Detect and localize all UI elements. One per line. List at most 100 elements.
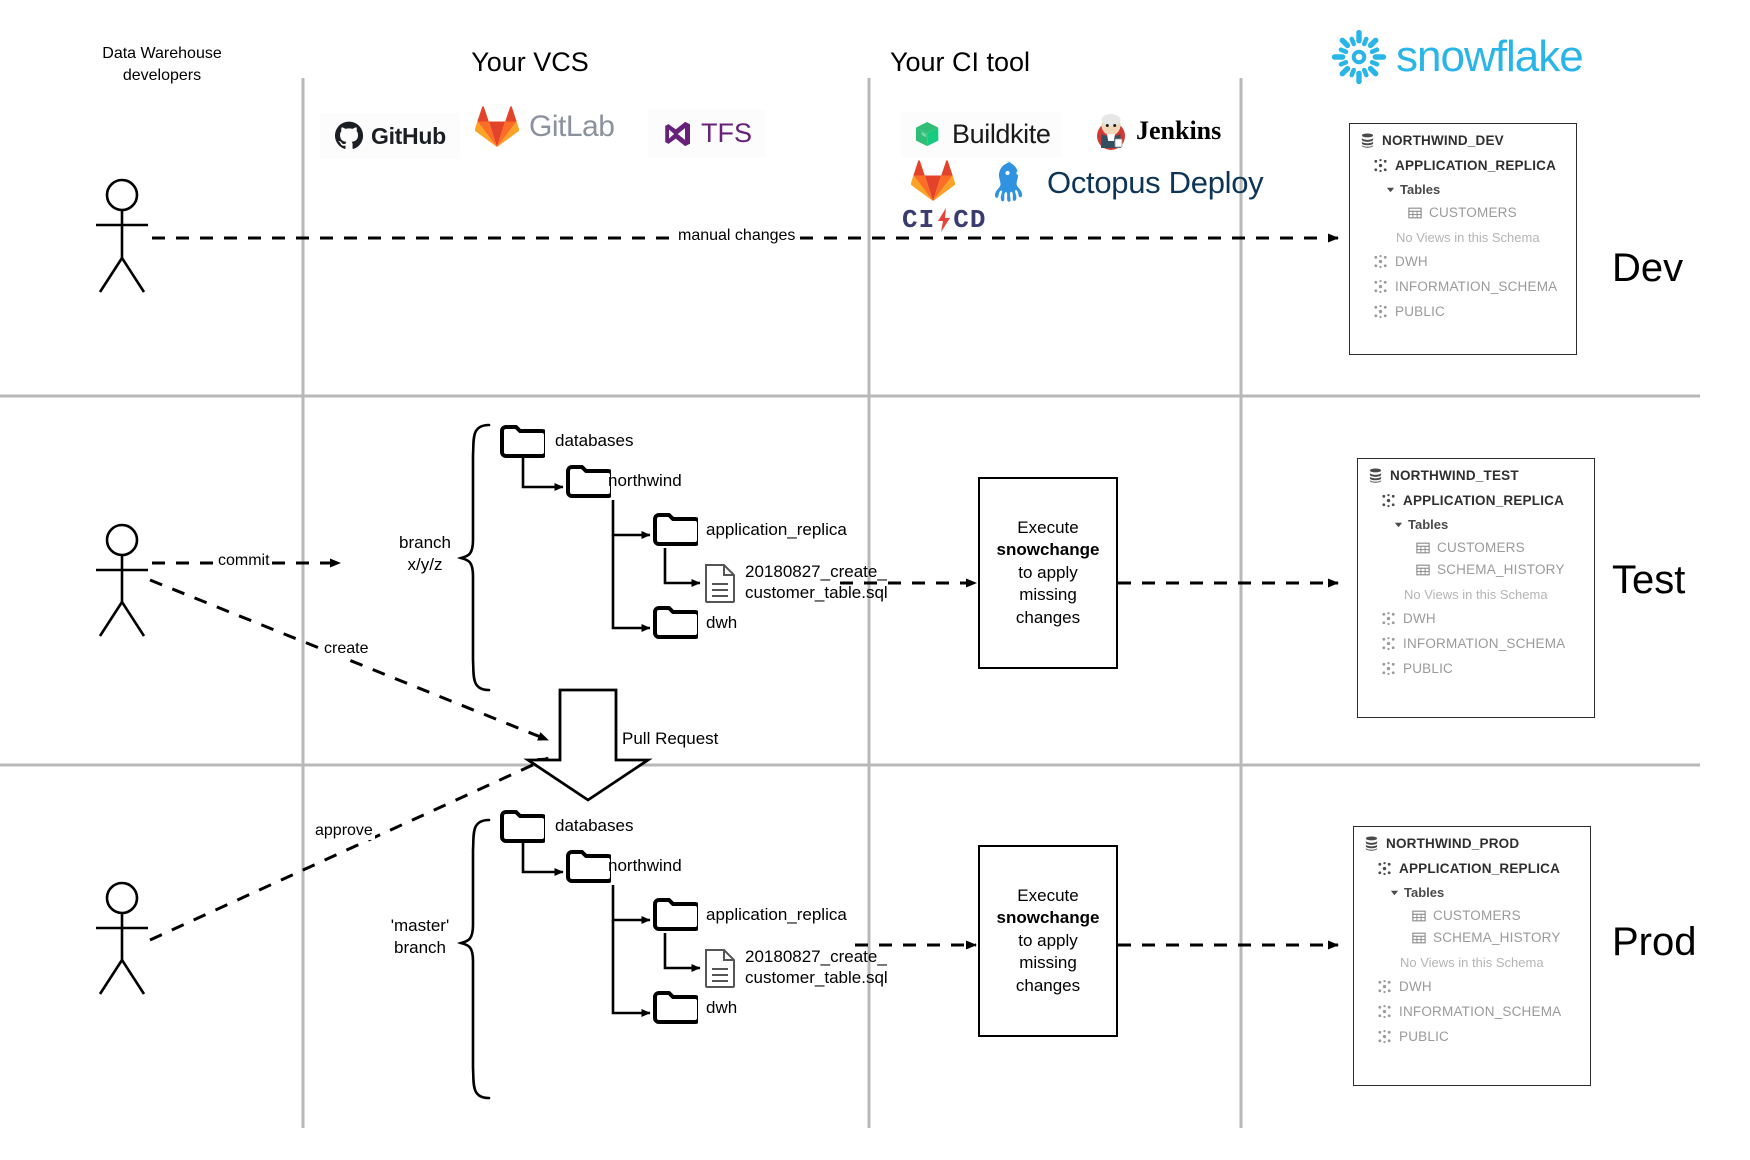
db-row-database[interactable]: NORTHWIND_TEST: [1368, 468, 1584, 483]
folder-icon: [653, 606, 701, 639]
db-row-schema[interactable]: APPLICATION_REPLICA: [1368, 493, 1584, 508]
tree-folder-application-replica-prod[interactable]: [652, 895, 701, 936]
lightning-bolt-icon: [938, 208, 951, 232]
db-row-schema-other[interactable]: DWH: [1360, 254, 1566, 269]
tree-file-sql-prod[interactable]: [703, 947, 737, 994]
gitlab-icon: [475, 106, 519, 148]
tree-file-sql-test[interactable]: [703, 562, 737, 609]
cicd-logo: CI CD: [902, 205, 986, 235]
exec-line4-prod: missing: [1019, 953, 1077, 973]
tree-label-northwind-prod: northwind: [608, 856, 682, 875]
jenkins-wordmark: Jenkins: [1136, 116, 1222, 145]
schema-icon: [1373, 158, 1388, 173]
schema-other-dev-0: DWH: [1395, 253, 1428, 269]
exec-line5-test: changes: [1015, 607, 1081, 627]
chevron-down-icon: [1386, 185, 1395, 194]
tables-label-dev: Tables: [1400, 182, 1441, 197]
buildkite-logo: Buildkite: [902, 112, 1063, 157]
db-row-schema-other[interactable]: DWH: [1368, 611, 1584, 626]
execute-snowchange-text-test: Execute snowchange to apply missing chan…: [997, 517, 1100, 629]
no-views-prod: No Views in this Schema: [1400, 955, 1544, 970]
schema-other-dev-1: INFORMATION_SCHEMA: [1395, 278, 1558, 294]
prod-branch-label-line2: branch: [394, 938, 446, 958]
pull-request-label: Pull Request: [622, 729, 719, 748]
db-row-no-views: No Views in this Schema: [1360, 231, 1566, 244]
developers-header: Data Warehouse developers: [72, 43, 252, 86]
gitlab-wordmark: GitLab: [529, 110, 615, 143]
db-name-test: NORTHWIND_TEST: [1390, 467, 1519, 483]
folder-icon: [653, 898, 701, 931]
test-branch-label-line2: x/y/z: [407, 555, 443, 575]
db-row-schema-other[interactable]: INFORMATION_SCHEMA: [1364, 1004, 1580, 1019]
db-row-schema-other[interactable]: INFORMATION_SCHEMA: [1368, 636, 1584, 651]
table-icon: [1412, 909, 1426, 923]
schema-other-test-1: INFORMATION_SCHEMA: [1403, 635, 1566, 651]
db-panel-test[interactable]: NORTHWIND_TEST APPLICATION_REPLICA Table…: [1357, 458, 1595, 718]
file-icon: [705, 564, 735, 603]
folder-icon: [653, 991, 701, 1024]
env-label-dev: Dev: [1612, 246, 1684, 290]
db-row-schema-other[interactable]: PUBLIC: [1368, 661, 1584, 676]
execute-snowchange-box-prod[interactable]: Execute snowchange to apply missing chan…: [978, 845, 1118, 1037]
tree-label-sql-file-prod: 20180827_create_ customer_table.sql: [745, 946, 888, 989]
database-icon: [1360, 133, 1375, 148]
db-row-schema[interactable]: APPLICATION_REPLICA: [1360, 158, 1566, 173]
db-row-table[interactable]: CUSTOMERS: [1368, 541, 1584, 555]
buildkite-wordmark: Buildkite: [952, 119, 1051, 149]
chevron-down-icon: [1390, 888, 1399, 897]
db-row-schema-other[interactable]: PUBLIC: [1364, 1029, 1580, 1044]
db-row-table[interactable]: SCHEMA_HISTORY: [1364, 931, 1580, 945]
schema-icon: [1377, 1004, 1392, 1019]
database-icon: [1364, 836, 1379, 851]
tree-label-sql-file-test: 20180827_create_ customer_table.sql: [745, 561, 888, 604]
tree-folder-databases-prod[interactable]: [499, 807, 548, 848]
exec-line3-test: to apply: [1018, 562, 1078, 582]
db-row-no-views: No Views in this Schema: [1364, 956, 1580, 969]
schema-name-prod: APPLICATION_REPLICA: [1399, 860, 1561, 876]
db-row-database[interactable]: NORTHWIND_PROD: [1364, 836, 1580, 851]
snowflake-logo: snowflake: [1330, 28, 1584, 86]
db-name-dev: NORTHWIND_DEV: [1382, 132, 1504, 148]
tree-folder-dwh-prod[interactable]: [652, 988, 701, 1029]
db-panel-prod[interactable]: NORTHWIND_PROD APPLICATION_REPLICA Table…: [1353, 826, 1591, 1086]
no-views-dev: No Views in this Schema: [1396, 230, 1540, 245]
cicd-wordmark-right: CD: [953, 205, 987, 235]
db-row-database[interactable]: NORTHWIND_DEV: [1360, 133, 1566, 148]
tree-folder-northwind-test[interactable]: [565, 462, 614, 503]
db-row-schema-other[interactable]: INFORMATION_SCHEMA: [1360, 279, 1566, 294]
tables-label-prod: Tables: [1404, 885, 1445, 900]
schema-other-prod-0: DWH: [1399, 978, 1432, 994]
schema-name-dev: APPLICATION_REPLICA: [1395, 157, 1557, 173]
env-label-test: Test: [1612, 558, 1686, 602]
db-row-tables[interactable]: Tables: [1364, 886, 1580, 899]
db-row-table[interactable]: CUSTOMERS: [1360, 206, 1566, 220]
no-views-test: No Views in this Schema: [1404, 587, 1548, 602]
tree-folder-dwh-test[interactable]: [652, 603, 701, 644]
tree-label-northwind-test: northwind: [608, 471, 682, 490]
tree-label-dwh-test: dwh: [706, 613, 738, 632]
execute-snowchange-box-test[interactable]: Execute snowchange to apply missing chan…: [978, 477, 1118, 669]
developers-header-line2: developers: [122, 66, 202, 84]
db-row-schema-other[interactable]: PUBLIC: [1360, 304, 1566, 319]
env-label-prod: Prod: [1612, 920, 1697, 964]
edge-label-commit: commit: [216, 552, 272, 570]
tree-folder-northwind-prod[interactable]: [565, 847, 614, 888]
db-row-table[interactable]: SCHEMA_HISTORY: [1368, 563, 1584, 577]
db-row-schema[interactable]: APPLICATION_REPLICA: [1364, 861, 1580, 876]
exec-line4-test: missing: [1019, 585, 1077, 605]
github-logo: GitHub: [320, 113, 460, 159]
db-row-schema-other[interactable]: DWH: [1364, 979, 1580, 994]
vcs-column-title: Your VCS: [471, 47, 589, 77]
db-row-tables[interactable]: Tables: [1368, 518, 1584, 531]
gitlab-ci-logo: [905, 158, 961, 204]
folder-icon: [500, 425, 548, 458]
developers-header-line1: Data Warehouse: [102, 45, 222, 62]
db-row-tables[interactable]: Tables: [1360, 183, 1566, 196]
schema-icon: [1381, 611, 1396, 626]
db-row-table[interactable]: CUSTOMERS: [1364, 909, 1580, 923]
tree-folder-application-replica-test[interactable]: [652, 510, 701, 551]
jenkins-logo: Jenkins: [1085, 108, 1229, 154]
db-panel-dev[interactable]: NORTHWIND_DEV APPLICATION_REPLICA Tables: [1349, 123, 1577, 355]
tree-folder-databases-test[interactable]: [499, 422, 548, 463]
